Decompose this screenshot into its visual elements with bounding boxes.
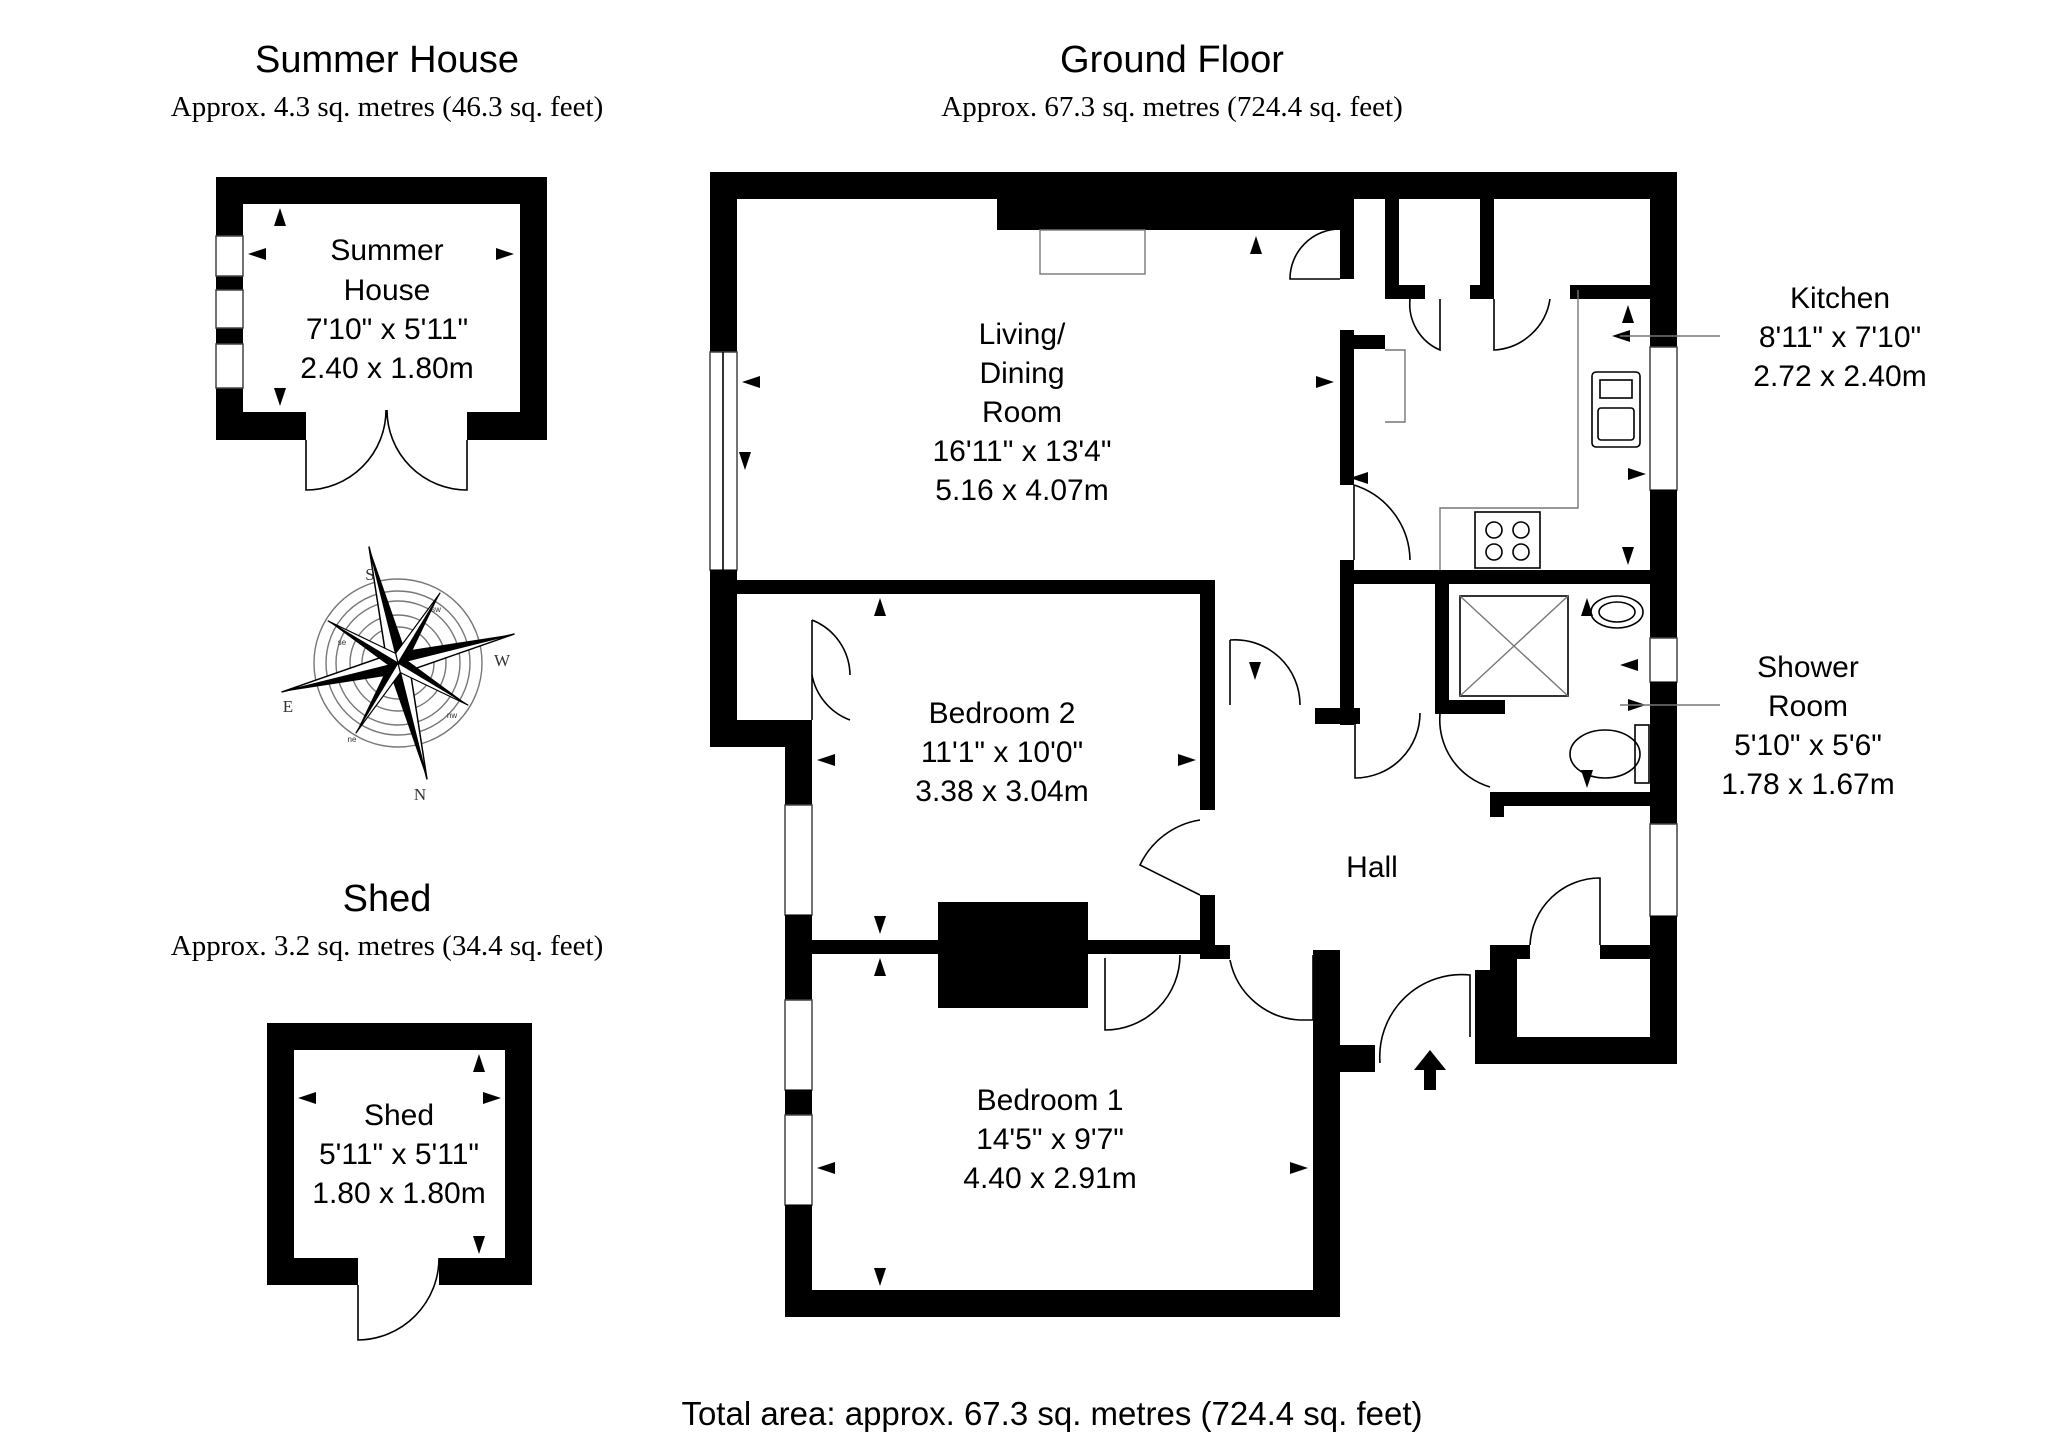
bedroom2-dim-metric: 3.38 x 3.04m bbox=[915, 775, 1088, 808]
summer-house-room-name-2: House bbox=[344, 274, 431, 307]
bedroom2-name: Bedroom 2 bbox=[929, 697, 1076, 730]
entrance-arrow-icon bbox=[1414, 1050, 1446, 1090]
summer-house-dim-metric: 2.40 x 1.80m bbox=[300, 352, 473, 385]
living-room-name-2: Dining bbox=[979, 357, 1064, 390]
compass-letter-s: S bbox=[365, 565, 374, 584]
ground-floor-area: Approx. 67.3 sq. metres (724.4 sq. feet) bbox=[941, 91, 1403, 123]
total-area: Total area: approx. 67.3 sq. metres (724… bbox=[681, 1395, 1422, 1432]
living-room-name-1: Living/ bbox=[979, 318, 1066, 351]
shed-dim-imperial: 5'11" x 5'11" bbox=[319, 1138, 479, 1171]
compass-letter-nw: nw bbox=[447, 711, 457, 720]
summer-house-title: Summer House bbox=[255, 39, 519, 81]
ground-floor-title: Ground Floor bbox=[1060, 39, 1284, 81]
compass-icon bbox=[281, 546, 515, 780]
ground-floor-plan: Living/ Dining Room 16'11" x 13'4" 5.16 … bbox=[709, 172, 1927, 1317]
shower-room-dim-imperial: 5'10" x 5'6" bbox=[1734, 729, 1882, 762]
summer-house-room-name-1: Summer bbox=[330, 234, 443, 267]
hall-name: Hall bbox=[1346, 851, 1398, 884]
kitchen-dim-imperial: 8'11" x 7'10" bbox=[1759, 321, 1921, 354]
compass-letter-sw: sw bbox=[431, 605, 441, 614]
compass-letter-e: E bbox=[283, 697, 293, 716]
shower-room-name-2: Room bbox=[1768, 690, 1848, 723]
shed-title: Shed bbox=[343, 878, 432, 920]
kitchen-dim-metric: 2.72 x 2.40m bbox=[1753, 360, 1926, 393]
summer-house-plan: Summer House 7'10" x 5'11" 2.40 x 1.80m bbox=[215, 177, 547, 491]
compass-letter-w: W bbox=[494, 651, 511, 670]
compass-letter-n: N bbox=[414, 785, 426, 804]
shed-plan: Shed 5'11" x 5'11" 1.80 x 1.80m bbox=[267, 1023, 532, 1341]
compass-letter-se: se bbox=[338, 638, 347, 647]
shower-room-name-1: Shower bbox=[1757, 651, 1859, 684]
shed-room-name: Shed bbox=[364, 1099, 434, 1132]
living-room-name-3: Room bbox=[982, 396, 1062, 429]
shower-room-dim-metric: 1.78 x 1.67m bbox=[1721, 768, 1894, 801]
bedroom1-dim-imperial: 14'5" x 9'7" bbox=[976, 1123, 1124, 1156]
kitchen-name: Kitchen bbox=[1790, 282, 1890, 315]
living-room-dim-metric: 5.16 x 4.07m bbox=[935, 474, 1108, 507]
compass-letter-ne: ne bbox=[348, 735, 357, 744]
shed-dim-metric: 1.80 x 1.80m bbox=[312, 1177, 485, 1210]
bedroom1-dim-metric: 4.40 x 2.91m bbox=[963, 1162, 1136, 1195]
summer-house-area: Approx. 4.3 sq. metres (46.3 sq. feet) bbox=[171, 91, 604, 123]
shed-area: Approx. 3.2 sq. metres (34.4 sq. feet) bbox=[171, 930, 604, 962]
bedroom2-dim-imperial: 11'1" x 10'0" bbox=[921, 736, 1083, 769]
summer-house-dim-imperial: 7'10" x 5'11" bbox=[306, 313, 468, 346]
bedroom1-name: Bedroom 1 bbox=[977, 1084, 1124, 1117]
living-room-dim-imperial: 16'11" x 13'4" bbox=[933, 435, 1112, 468]
